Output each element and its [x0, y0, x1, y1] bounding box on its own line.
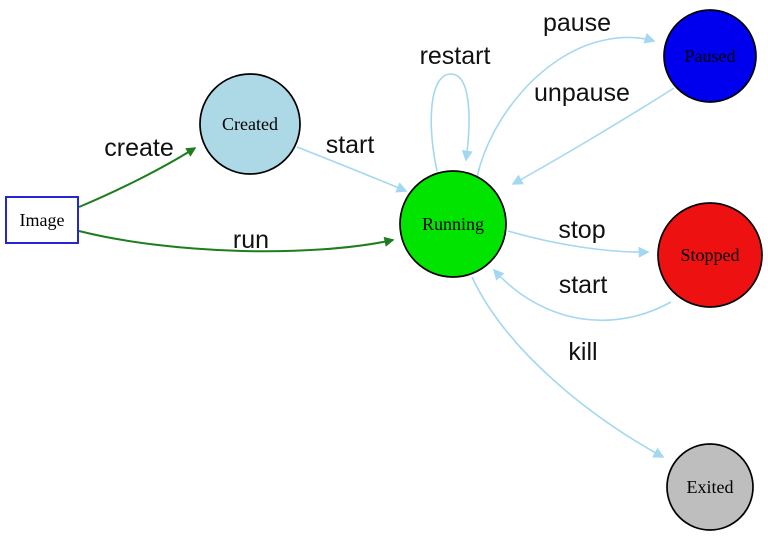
node-paused-label: Paused — [685, 46, 736, 66]
node-running-label: Running — [422, 214, 484, 234]
edge-run-arrow — [78, 230, 395, 253]
edge-labels: create start run restart pause unpause s… — [104, 9, 630, 366]
node-created-label: Created — [222, 114, 278, 134]
edge-start-stopped-running-label: start — [559, 271, 608, 299]
node-image: Image — [5, 196, 79, 244]
node-created: Created — [199, 73, 301, 175]
edge-stop-arrow — [507, 230, 650, 258]
node-created-shape — [199, 73, 301, 175]
edge-run-label: run — [233, 226, 269, 254]
edge-create-label: create — [104, 134, 173, 162]
edge-restart-self-loop-arrow — [430, 73, 473, 172]
edge-stop-label: stop — [558, 216, 605, 244]
node-running-shape — [399, 170, 507, 278]
edge-unpause-label: unpause — [534, 79, 630, 107]
edge-pause-arrow — [476, 32, 656, 178]
node-image-shape — [5, 196, 79, 244]
node-exited-shape — [666, 443, 754, 531]
node-stopped-label: Stopped — [680, 245, 739, 265]
nodes: Image Created Running Paused Stopped Exi… — [5, 9, 763, 531]
edge-unpause-arrow — [511, 87, 675, 185]
edge-start-stopped-running-arrow — [492, 268, 672, 322]
edge-start-created-running-arrow — [296, 146, 408, 193]
edge-kill-arrow — [471, 276, 665, 458]
edge-create-arrow — [78, 147, 197, 208]
node-stopped: Stopped — [657, 202, 763, 308]
edge-restart-label: restart — [420, 42, 491, 70]
edge-pause-label: pause — [543, 9, 611, 37]
node-exited: Exited — [666, 443, 754, 531]
edge-kill-label: kill — [568, 338, 597, 366]
node-exited-label: Exited — [687, 477, 734, 497]
node-paused-shape — [663, 9, 757, 103]
node-image-label: Image — [20, 210, 65, 230]
edge-start-created-running-label: start — [326, 131, 375, 159]
node-paused: Paused — [663, 9, 757, 103]
node-stopped-shape — [657, 202, 763, 308]
node-running: Running — [399, 170, 507, 278]
edges — [78, 32, 675, 458]
